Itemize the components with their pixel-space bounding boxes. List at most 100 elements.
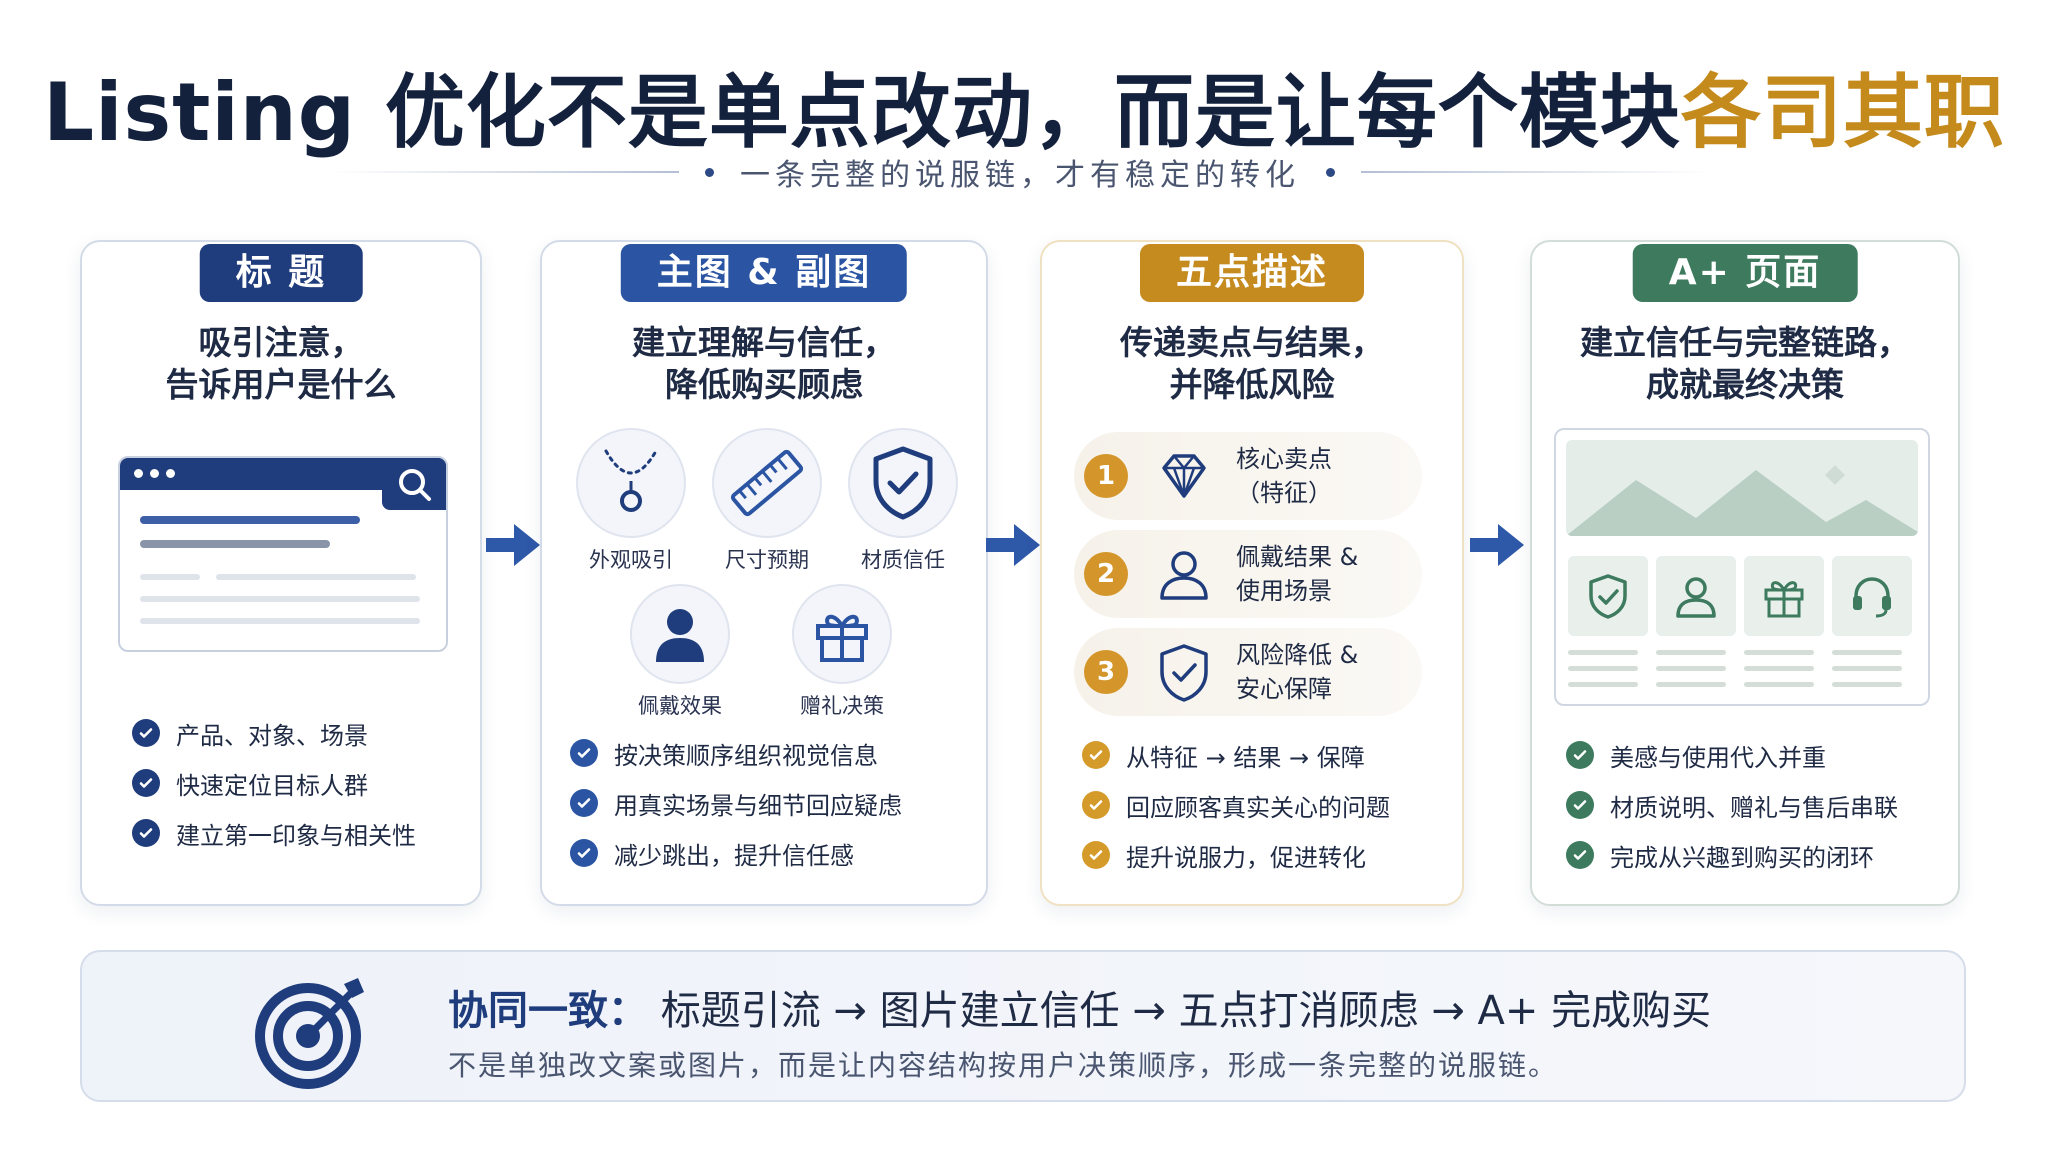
title-highlight: 各司其职 <box>1680 66 2005 159</box>
feature-line-2: 安心保障 <box>1236 675 1332 703</box>
check-text: 从特征 → 结果 → 保障 <box>1126 743 1365 772</box>
check-text: 快速定位目标人群 <box>176 771 368 800</box>
headline-line-2: 降低购买顾虑 <box>665 365 863 404</box>
feature-line-2: 使用场景 <box>1236 577 1332 605</box>
check-icon <box>1566 841 1594 869</box>
arrow-right-icon <box>986 524 1040 566</box>
check-icon <box>1082 791 1110 819</box>
summary-flow: 协同一致： 标题引流 → 图片建立信任 → 五点打消顾虑 → A+ 完成购买 <box>448 978 1711 1036</box>
summary-note: 不是单独改文案或图片，而是让内容结构按用户决策顺序，形成一条完整的说服链。 <box>448 1049 1559 1082</box>
check-icon <box>132 719 160 747</box>
headline-line-1: 传递卖点与结果， <box>1120 323 1384 362</box>
target-icon <box>255 978 364 1089</box>
gift-icon <box>1744 556 1824 636</box>
check-text: 产品、对象、场景 <box>176 721 368 750</box>
summary-flow-text: 标题引流 → 图片建立信任 → 五点打消顾虑 → A+ 完成购买 <box>660 988 1712 1034</box>
list-item: 产品、对象、场景 <box>132 708 416 758</box>
headline-line-2: 告诉用户是什么 <box>165 365 397 404</box>
card-headline: 建立理解与信任， 降低购买顾虑 <box>542 322 986 406</box>
browser-mock-illustration <box>118 456 448 652</box>
feature-text: 核心卖点 （特征） <box>1236 442 1332 510</box>
card-title-module: 标 题 吸引注意， 告诉用户是什么 产品、对象、场景 快速定位目标人群 建立第一… <box>80 240 482 906</box>
feature-text: 佩戴结果 & 使用场景 <box>1236 540 1358 608</box>
card-badge: 标 题 <box>199 244 363 302</box>
subtitle-row: 一条完整的说服链，才有稳定的转化 <box>330 152 1710 193</box>
check-text: 提升说服力，促进转化 <box>1126 843 1366 872</box>
check-text: 材质说明、赠礼与售后串联 <box>1610 793 1898 822</box>
list-item: 从特征 → 结果 → 保障 <box>1082 730 1390 780</box>
check-text: 建立第一印象与相关性 <box>176 821 416 850</box>
aplus-page-mock <box>1554 428 1930 706</box>
feature-line-2: （特征） <box>1236 479 1332 507</box>
headline-line-1: 建立信任与完整链路， <box>1580 323 1910 362</box>
check-icon <box>570 839 598 867</box>
list-item: 材质说明、赠礼与售后串联 <box>1566 780 1898 830</box>
page-title: Listing 优化不是单点改动，而是让每个模块各司其职 <box>0 48 2048 164</box>
icon-label: 赠礼决策 <box>800 694 884 718</box>
icon-label: 尺寸预期 <box>725 548 809 572</box>
title-main: Listing 优化不是单点改动，而是让每个模块 <box>43 66 1681 159</box>
list-item: 快速定位目标人群 <box>132 758 416 808</box>
check-list: 产品、对象、场景 快速定位目标人群 建立第一印象与相关性 <box>132 708 416 858</box>
mountain-image-icon <box>1566 440 1918 536</box>
divider-dot-left <box>705 167 714 177</box>
feature-text: 风险降低 & 安心保障 <box>1236 638 1358 706</box>
user-icon <box>630 584 730 684</box>
feature-row: 2 佩戴结果 & 使用场景 <box>1074 530 1422 618</box>
check-icon <box>132 769 160 797</box>
check-text: 按决策顺序组织视觉信息 <box>614 741 878 770</box>
check-text: 回应顾客真实关心的问题 <box>1126 793 1390 822</box>
list-item: 用真实场景与细节回应疑虑 <box>570 778 902 828</box>
list-item: 完成从兴趣到购买的闭环 <box>1566 830 1898 880</box>
card-headline: 建立信任与完整链路， 成就最终决策 <box>1532 322 1958 406</box>
check-text: 完成从兴趣到购买的闭环 <box>1610 843 1874 872</box>
list-item: 提升说服力，促进转化 <box>1082 830 1390 880</box>
icon-label: 外观吸引 <box>589 548 673 572</box>
card-aplus-module: A+ 页面 建立信任与完整链路， 成就最终决策 美感 <box>1530 240 1960 906</box>
check-icon <box>570 739 598 767</box>
check-list: 按决策顺序组织视觉信息 用真实场景与细节回应疑虑 减少跳出，提升信任感 <box>570 728 902 878</box>
summary-panel: 协同一致： 标题引流 → 图片建立信任 → 五点打消顾虑 → A+ 完成购买 不… <box>80 950 1966 1102</box>
card-bullets-module: 五点描述 传递卖点与结果， 并降低风险 1 核心卖点（特征） 2 佩戴结果 &使… <box>1040 240 1464 906</box>
feature-line-1: 核心卖点 <box>1236 445 1332 473</box>
headline-line-1: 建立理解与信任， <box>632 323 896 362</box>
ruler-icon <box>712 428 822 538</box>
list-item: 回应顾客真实关心的问题 <box>1082 780 1390 830</box>
feature-line-1: 风险降低 & <box>1236 641 1359 669</box>
gift-icon <box>792 584 892 684</box>
search-icon <box>382 458 446 510</box>
check-text: 美感与使用代入并重 <box>1610 743 1826 772</box>
icon-label: 材质信任 <box>861 548 945 572</box>
feature-number: 3 <box>1084 650 1128 694</box>
feature-number: 1 <box>1084 454 1128 498</box>
summary-lead: 协同一致： <box>448 988 648 1034</box>
arrow-right-icon <box>1470 524 1524 566</box>
divider-right <box>1361 171 1710 173</box>
divider-left <box>330 171 679 173</box>
check-icon <box>1082 841 1110 869</box>
divider-dot-right <box>1326 167 1335 177</box>
list-item: 美感与使用代入并重 <box>1566 730 1898 780</box>
shield-icon <box>848 428 958 538</box>
card-badge: 主图 & 副图 <box>620 244 908 302</box>
check-icon <box>570 789 598 817</box>
feature-line-1: 佩戴结果 & <box>1236 543 1359 571</box>
list-item: 减少跳出，提升信任感 <box>570 828 902 878</box>
user-icon <box>1160 551 1208 600</box>
arrow-right-icon <box>486 524 540 566</box>
headline-line-2: 成就最终决策 <box>1646 365 1844 404</box>
check-icon <box>1566 791 1594 819</box>
feature-row: 1 核心卖点 （特征） <box>1074 432 1422 520</box>
check-list: 从特征 → 结果 → 保障 回应顾客真实关心的问题 提升说服力，促进转化 <box>1082 730 1390 880</box>
feature-number: 2 <box>1084 552 1128 596</box>
diamond-icon <box>1162 454 1206 498</box>
check-list: 美感与使用代入并重 材质说明、赠礼与售后串联 完成从兴趣到购买的闭环 <box>1566 730 1898 880</box>
headline-line-1: 吸引注意， <box>198 323 364 362</box>
feature-row: 3 风险降低 & 安心保障 <box>1074 628 1422 716</box>
shield-icon <box>1160 644 1208 702</box>
check-text: 用真实场景与细节回应疑虑 <box>614 791 902 820</box>
shield-icon <box>1568 556 1648 636</box>
card-headline: 吸引注意， 告诉用户是什么 <box>82 322 480 406</box>
card-headline: 传递卖点与结果， 并降低风险 <box>1042 322 1462 406</box>
list-item: 按决策顺序组织视觉信息 <box>570 728 902 778</box>
